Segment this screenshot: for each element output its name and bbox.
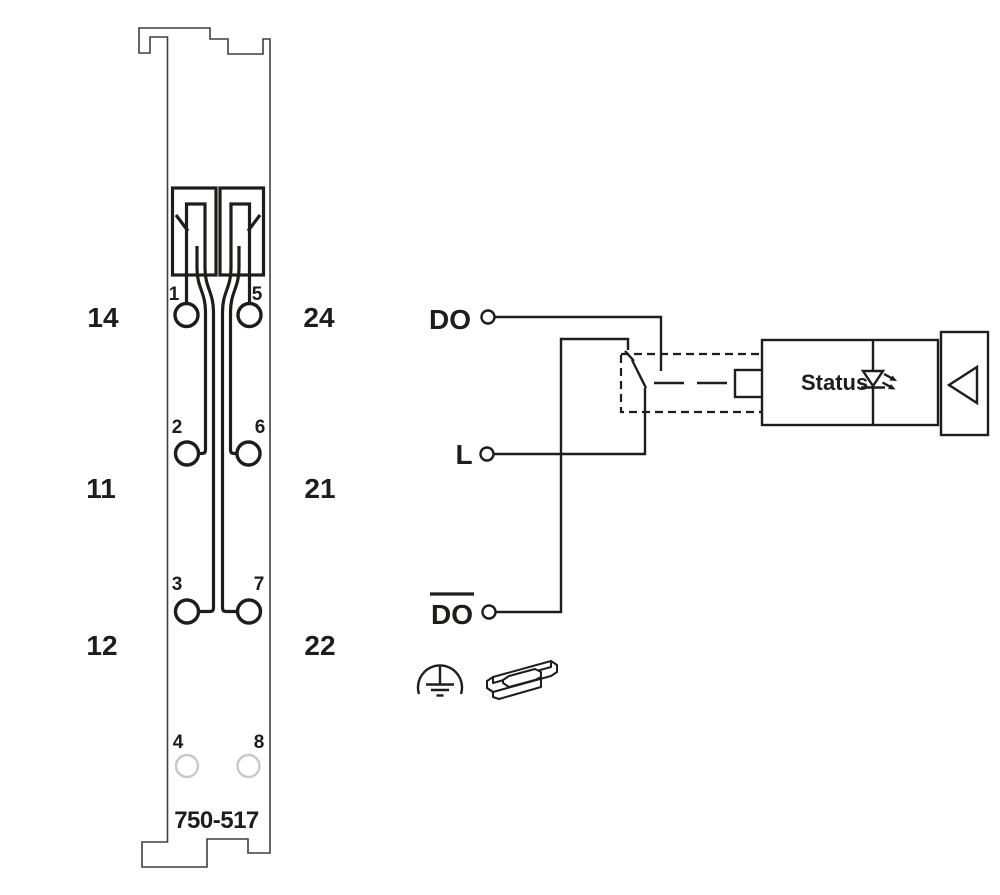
do-not-label: DO xyxy=(431,599,473,630)
terminal-number-5: 5 xyxy=(252,284,263,305)
part-number: 750-517 xyxy=(174,807,259,834)
status-label: Status xyxy=(801,370,868,395)
terminal-number-6: 6 xyxy=(255,417,266,438)
do-wire xyxy=(494,315,663,371)
terminal-circle-7 xyxy=(235,598,263,625)
label-22: 22 xyxy=(304,630,335,661)
relay-contact-blade xyxy=(630,359,648,389)
l-label: L xyxy=(455,439,472,470)
l-terminal xyxy=(479,446,495,462)
din-rail-icon xyxy=(486,660,558,700)
terminal-circle-2 xyxy=(173,440,201,467)
terminal-number-1: 1 xyxy=(169,284,180,305)
relay-contact-nc-tick xyxy=(624,350,635,362)
terminal-circle-4 xyxy=(174,753,200,779)
do-not-wire xyxy=(495,337,630,614)
terminal-number-2: 2 xyxy=(172,417,183,438)
led-diode-icon xyxy=(860,369,897,390)
terminal-circle-3 xyxy=(173,598,201,625)
cage-clamp-icon-left xyxy=(170,186,218,277)
trace-terminal-5 xyxy=(220,202,252,614)
label-21: 21 xyxy=(304,473,335,504)
do-label: DO xyxy=(429,304,471,335)
earth-ground-icon xyxy=(416,664,464,697)
label-12: 12 xyxy=(86,630,117,661)
terminal-number-4: 4 xyxy=(173,732,184,753)
terminal-number-7: 7 xyxy=(254,574,265,595)
module-outline xyxy=(138,27,271,868)
terminal-number-8: 8 xyxy=(254,732,265,753)
trace-terminal-2 xyxy=(195,246,208,456)
do-not-terminal xyxy=(481,604,497,620)
trace-terminal-6 xyxy=(228,246,241,456)
cage-clamp-icon-right xyxy=(218,186,266,277)
terminal-circle-1 xyxy=(173,301,200,329)
l-wire xyxy=(493,388,647,456)
data-bus-triangle-icon xyxy=(946,364,979,406)
terminal-circle-6 xyxy=(235,440,262,467)
terminal-circle-5 xyxy=(236,301,263,329)
terminal-number-3: 3 xyxy=(172,574,183,595)
label-11: 11 xyxy=(86,473,116,504)
label-14: 14 xyxy=(87,302,119,333)
label-24: 24 xyxy=(303,302,335,333)
terminal-circle-8 xyxy=(236,753,261,779)
trace-terminal-1 xyxy=(184,202,216,614)
do-terminal xyxy=(480,309,496,325)
electronics-box xyxy=(760,338,940,427)
